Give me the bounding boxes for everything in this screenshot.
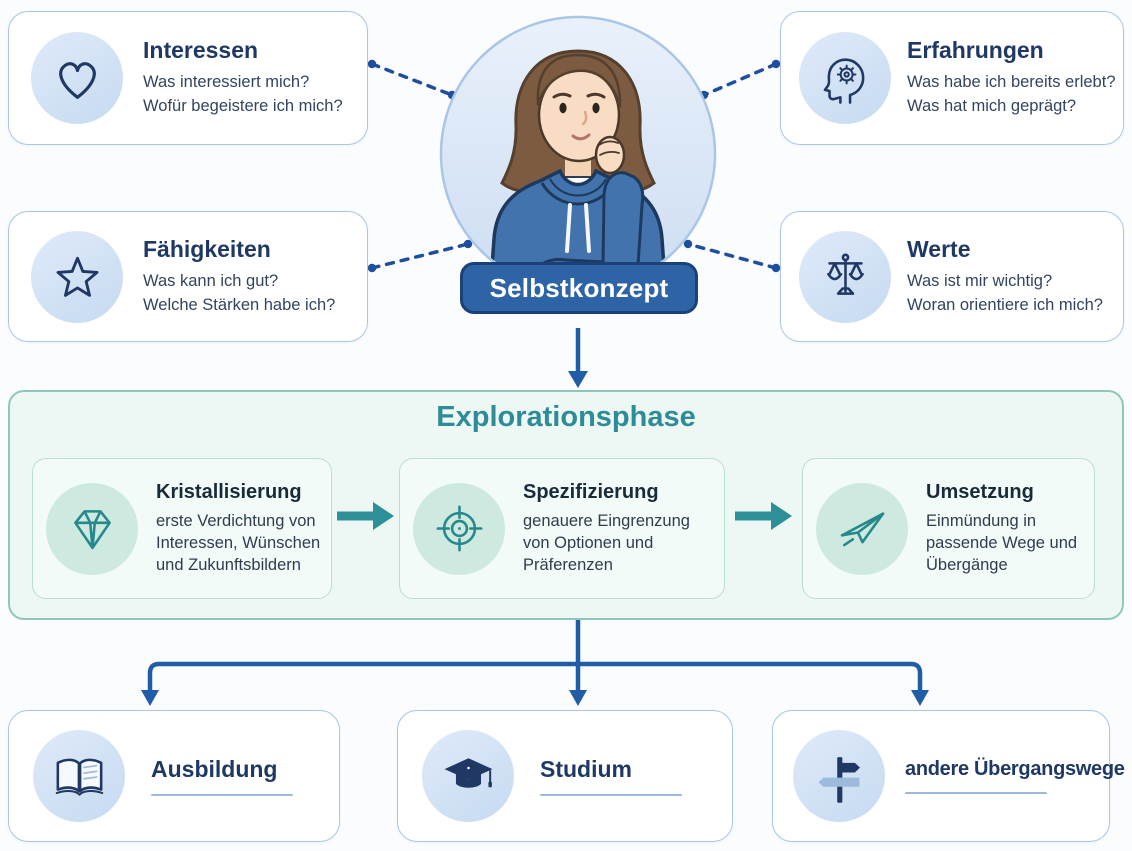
facet-text: Erfahrungen Was habe ich bereits erlebt?… [907, 37, 1116, 119]
facet-card-werte: Werte Was ist mir wichtig? Woran orienti… [780, 211, 1124, 342]
head-gear-icon [799, 32, 891, 124]
pathway-title: andere Übergangswege [905, 757, 1125, 780]
pathway-title: Studium [540, 755, 632, 782]
facet-question: Was ist mir wichtig? [907, 271, 1053, 290]
facet-question: Was kann ich gut? [143, 271, 279, 290]
book-icon [33, 730, 125, 822]
pathway-title: Ausbildung [151, 755, 278, 782]
phase-description: genauere Eingrenzung von Optionen und Pr… [523, 511, 690, 575]
heart-icon [31, 32, 123, 124]
paper-plane-icon [816, 482, 908, 575]
graduation-cap-icon [422, 730, 514, 822]
facet-card-interessen: Interessen Was interessiert mich? Wofür … [8, 11, 368, 145]
pathway-text: andere Übergangswege [905, 758, 1125, 795]
facet-question: Wofür begeistere ich mich? [143, 97, 343, 115]
selbstkonzept-badge: Selbstkonzept [460, 262, 698, 314]
phase-text: Kristallisierung erste Verdichtung von I… [156, 481, 332, 576]
diamond-icon [46, 482, 138, 575]
thinking-person-illustration [438, 13, 718, 295]
facet-question: Was hat mich geprägt? [907, 97, 1077, 115]
pathway-underline [540, 793, 682, 797]
scale-icon [799, 230, 891, 323]
exploration-title: Explorationsphase [436, 401, 696, 433]
phase-card-spezifizierung: Spezifizierung genauere Eingrenzung von … [399, 458, 725, 599]
pathway-text: Studium [540, 756, 682, 797]
facet-text: Fähigkeiten Was kann ich gut? Welche Stä… [143, 236, 335, 318]
phase-description: erste Verdichtung von Interessen, Wünsch… [156, 511, 321, 575]
pathway-underline [151, 793, 293, 797]
facet-title: Erfahrungen [907, 37, 1044, 64]
pathway-card-studium: Studium [397, 710, 733, 842]
facet-question: Welche Stärken habe ich? [143, 295, 336, 314]
facet-card-erfahrungen: Erfahrungen Was habe ich bereits erlebt?… [780, 11, 1124, 145]
phase-arrow-icon [337, 502, 394, 530]
pathway-card-ausbildung: Ausbildung [8, 710, 340, 842]
phase-text: Umsetzung Einmündung in passende Wege un… [926, 481, 1078, 576]
pathway-underline [905, 791, 1047, 795]
star-icon [31, 230, 123, 323]
phase-title: Umsetzung [926, 480, 1034, 503]
signpost-icon [793, 730, 885, 822]
facet-card-faehigkeiten: Fähigkeiten Was kann ich gut? Welche Stä… [8, 211, 368, 342]
facet-title: Interessen [143, 37, 259, 64]
facet-question: Was interessiert mich? [143, 73, 310, 92]
facet-text: Interessen Was interessiert mich? Wofür … [143, 37, 343, 119]
phase-text: Spezifizierung genauere Eingrenzung von … [523, 481, 709, 576]
phase-description: Einmündung in passende Wege und Übergäng… [926, 511, 1078, 575]
pathway-card-andere-uebergangswege: andere Übergangswege [772, 710, 1125, 842]
phase-title: Kristallisierung [156, 480, 302, 503]
facet-text: Werte Was ist mir wichtig? Woran orienti… [907, 236, 1103, 318]
phase-card-kristallisierung: Kristallisierung erste Verdichtung von I… [32, 458, 332, 599]
target-icon [413, 482, 505, 575]
down-arrow [568, 328, 588, 388]
branch-arrows [141, 617, 929, 706]
phase-arrow-icon [735, 502, 792, 530]
phase-title: Spezifizierung [523, 480, 659, 503]
facet-title: Fähigkeiten [143, 235, 271, 262]
facet-question: Was habe ich bereits erlebt? [907, 73, 1116, 92]
phase-card-umsetzung: Umsetzung Einmündung in passende Wege un… [802, 458, 1095, 599]
pathway-text: Ausbildung [151, 756, 293, 797]
facet-title: Werte [907, 235, 971, 262]
facet-question: Woran orientiere ich mich? [907, 295, 1103, 314]
exploration-section: Explorationsphase Kristallisierung erste… [8, 390, 1124, 620]
